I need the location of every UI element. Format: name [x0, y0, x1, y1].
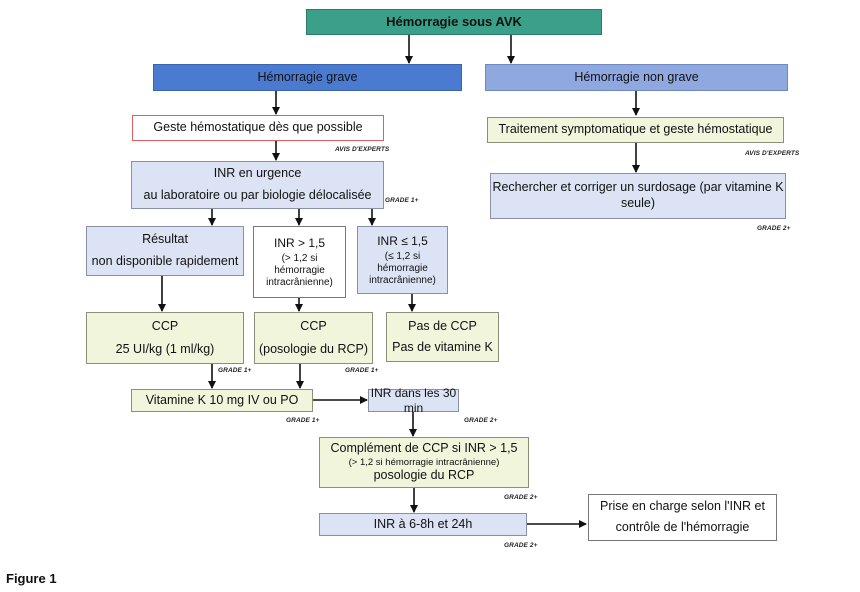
inr68-box: INR à 6-8h et 24h — [319, 513, 527, 536]
inr-inf-line1: INR ≤ 1,5 — [377, 233, 428, 248]
inr30-box: INR dans les 30 min — [368, 386, 459, 415]
inr-urgence-line1: INR en urgence — [213, 166, 302, 181]
title-box: Hémorragie sous AVK — [306, 9, 602, 35]
recherche-box: Rechercher et corriger un surdosage (par… — [490, 173, 786, 219]
complement-line3: posologie du RCP — [373, 468, 475, 483]
ccp2-line2: (posologie du RCP) — [258, 341, 369, 356]
inr-inf-line4: intracrânienne) — [369, 274, 436, 286]
recherche-line1: Rechercher et corriger un surdosage (par… — [492, 180, 784, 195]
ccp2-line1: CCP — [300, 318, 327, 333]
prise-line2: contrôle de l'hémorragie — [615, 520, 750, 534]
branch-grave-label: Hémorragie grave — [257, 69, 358, 84]
traitement-box: Traitement symptomatique et geste hémost… — [487, 117, 784, 143]
ccp1-line1: CCP — [151, 318, 179, 333]
recherche-line2: seule) — [620, 196, 656, 210]
resultat-line1: Résultat — [142, 232, 188, 247]
geste-text: Geste hémostatique dès que possible — [153, 120, 363, 135]
inr-sup-box: INR > 1,5 (> 1,2 si hémorragie intracrân… — [253, 226, 346, 298]
inr-urgence-box: INR en urgence au laboratoire ou par bio… — [131, 161, 384, 209]
traitement-text: Traitement symptomatique et geste hémost… — [498, 122, 773, 137]
inr68-text: INR à 6-8h et 24h — [373, 516, 473, 531]
grade-complement: GRADE 2+ — [504, 494, 538, 501]
pas-line1: Pas de CCP — [408, 318, 477, 333]
inr-inf-box: INR ≤ 1,5 (≤ 1,2 si hémorragie intracrân… — [357, 226, 448, 294]
branch-non-grave-label: Hémorragie non grave — [574, 69, 699, 84]
resultat-box: Résultat non disponible rapidement — [86, 226, 244, 276]
grade-inr68: GRADE 2+ — [504, 542, 538, 549]
grade-vitk: GRADE 1+ — [286, 417, 320, 424]
complement-line1: Complément de CCP si INR > 1,5 — [330, 441, 518, 456]
vitamine-k-text: Vitamine K 10 mg IV ou PO — [145, 392, 299, 407]
inr-sup-line4: intracrânienne) — [266, 276, 333, 288]
grade-avis-2: AVIS D'EXPERTS — [745, 150, 800, 157]
ccp1-line2: 25 UI/kg (1 ml/kg) — [115, 341, 215, 356]
ccp2-box: CCP (posologie du RCP) — [254, 312, 373, 364]
inr-sup-line1: INR > 1,5 — [273, 235, 326, 250]
inr-sup-line3: hémorragie — [274, 264, 325, 276]
complement-line2: (> 1,2 si hémorragie intracrânienne) — [348, 456, 500, 468]
branch-grave: Hémorragie grave — [153, 64, 462, 91]
vitamine-k-box: Vitamine K 10 mg IV ou PO — [131, 389, 313, 412]
grade-ccp2: GRADE 1+ — [345, 367, 379, 374]
branch-non-grave: Hémorragie non grave — [485, 64, 788, 91]
grade-recherche: GRADE 2+ — [757, 225, 791, 232]
inr30-text: INR dans les 30 min — [370, 385, 457, 415]
complement-box: Complément de CCP si INR > 1,5 (> 1,2 si… — [319, 437, 529, 488]
inr-urgence-line2: au laboratoire ou par biologie délocalis… — [143, 188, 372, 202]
inr-inf-line3: hémorragie — [377, 262, 428, 274]
prise-en-charge-box: Prise en charge selon l'INR et contrôle … — [588, 494, 777, 541]
grade-inr30: GRADE 2+ — [464, 417, 498, 424]
grade-inr-urgence: GRADE 1+ — [385, 197, 419, 204]
ccp1-box: CCP 25 UI/kg (1 ml/kg) — [86, 312, 244, 364]
pas-line2: Pas de vitamine K — [392, 339, 493, 354]
grade-ccp1: GRADE 1+ — [218, 367, 252, 374]
resultat-line2: non disponible rapidement — [91, 254, 239, 268]
pas-ccp-box: Pas de CCP Pas de vitamine K — [386, 312, 499, 362]
geste-box: Geste hémostatique dès que possible — [132, 115, 384, 141]
title-text: Hémorragie sous AVK — [386, 13, 522, 29]
figure-label: Figure 1 — [6, 571, 57, 586]
prise-line1: Prise en charge selon l'INR et — [600, 499, 765, 514]
grade-avis-1: AVIS D'EXPERTS — [335, 146, 390, 153]
inr-inf-line2: (≤ 1,2 si — [384, 250, 421, 262]
inr-sup-line2: (> 1,2 si — [281, 252, 318, 264]
